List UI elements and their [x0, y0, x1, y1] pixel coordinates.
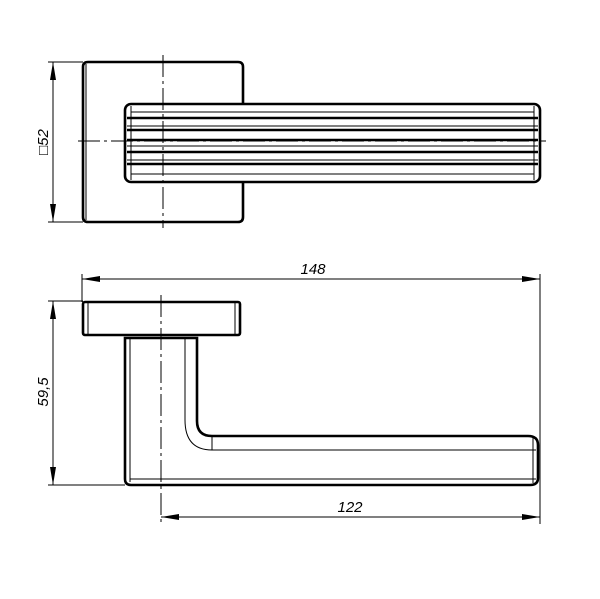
dimension-59-5: 59,5 [35, 300, 125, 486]
lever-grip [123, 102, 542, 184]
side-view: 148 59,5 122 [35, 261, 541, 524]
dimension-148: 148 [81, 261, 541, 524]
lever-length-label: 122 [337, 499, 363, 516]
grip-ribs [127, 106, 538, 180]
lever-body [123, 336, 540, 487]
top-view: □52 [35, 55, 546, 228]
height-label: 59,5 [35, 377, 52, 407]
rosette-size-label: □52 [35, 128, 52, 154]
overall-length-label: 148 [300, 261, 326, 278]
dimension-122: 122 [161, 499, 540, 520]
dimension-52: □52 [35, 61, 83, 223]
